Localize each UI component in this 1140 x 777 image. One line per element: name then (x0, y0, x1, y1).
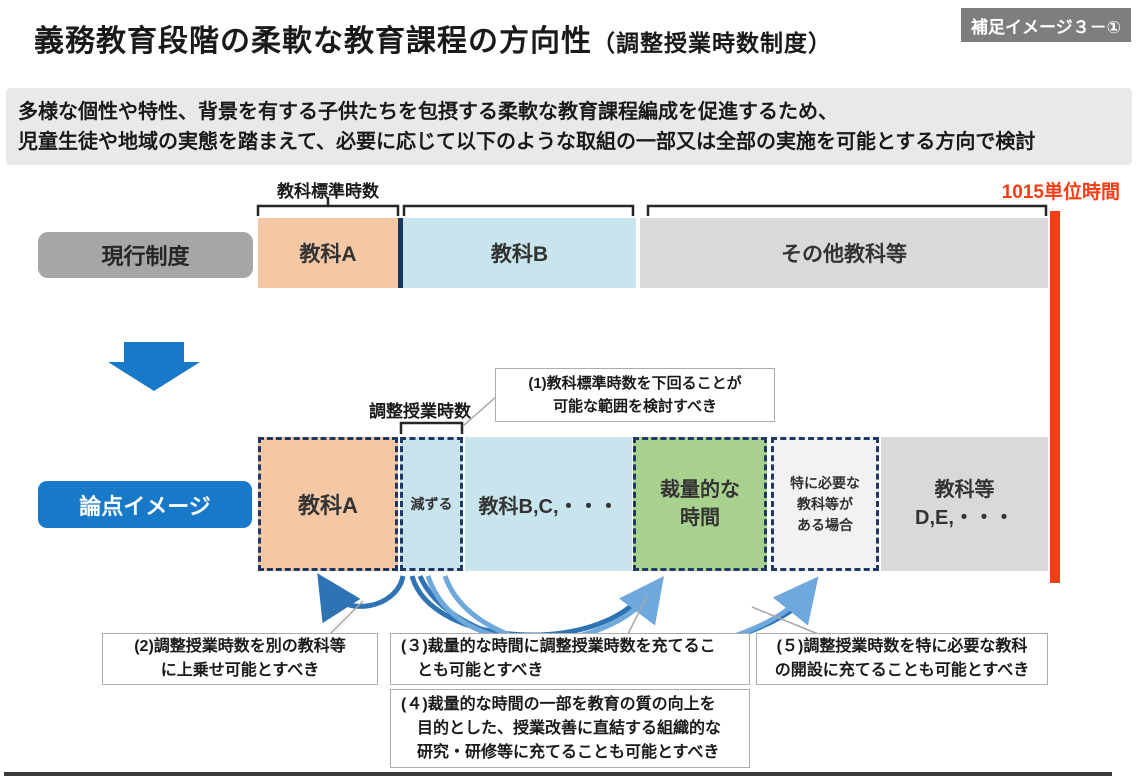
page-title: 義務教育段階の柔軟な教育課程の方向性（調整授業時数制度） (34, 16, 832, 60)
slide-bottom-rule (4, 772, 1112, 776)
bar-proposed-discretionary-time: 裁量的な 時間 (633, 437, 767, 571)
page-title-sub: （調整授業時数制度） (592, 30, 832, 56)
down-arrow-icon (108, 342, 200, 391)
intro-text: 多様な個性や特性、背景を有する子供たちを包摂する柔軟な教育課程編成を促進するため… (6, 88, 1132, 165)
bar-proposed-reduce: 減ずる (400, 437, 463, 571)
adjusted-hours-label: 調整授業時数 (369, 402, 471, 421)
total-hours-label: 1015単位時間 (1001, 182, 1120, 203)
page-title-main: 義務教育段階の柔軟な教育課程の方向性 (34, 25, 592, 58)
callout-2: (2)調整授業時数を別の教科等 に上乗せ可能とすべき (102, 633, 378, 685)
callout-3: (３)裁量的な時間に調整授業時数を充てるこ とも可能とすべき (390, 633, 750, 685)
bar-proposed-subject-bc: 教科B,C,・・・ (465, 437, 632, 571)
bar-proposed-subjects-de: 教科等 D,E,・・・ (881, 437, 1048, 571)
callout-5: (５)調整授業時数を特に必要な教科 の開設に充てることも可能とすべき (756, 633, 1048, 685)
bar-divider (398, 218, 403, 288)
supplement-badge: 補足イメージ３－① (961, 8, 1131, 42)
total-hours-bar (1050, 211, 1060, 583)
standard-hours-label: 教科標準時数 (277, 182, 379, 201)
bar-current-subject-a: 教科A (258, 218, 398, 288)
bar-current-other-subjects: その他教科等 (640, 218, 1048, 288)
bar-proposed-subject-a: 教科A (258, 437, 398, 571)
callout-1: (1)教科標準時数を下回ることが 可能な範囲を検討すべき (495, 368, 775, 422)
proposed-image-label: 論点イメージ (38, 481, 252, 528)
bar-current-subject-b: 教科B (403, 218, 636, 288)
bar-proposed-special-case: 特に必要な 教科等が ある場合 (771, 437, 879, 571)
arrow-to-subject-a (317, 573, 406, 624)
current-system-label: 現行制度 (38, 232, 253, 278)
arrow-to-discretionary (425, 575, 665, 644)
adjusted-hours-bracket (399, 421, 464, 434)
callout-4: (４)裁量的な時間の一部を教育の質の向上を 目的とした、授業改善に直結する組織的… (390, 689, 750, 768)
